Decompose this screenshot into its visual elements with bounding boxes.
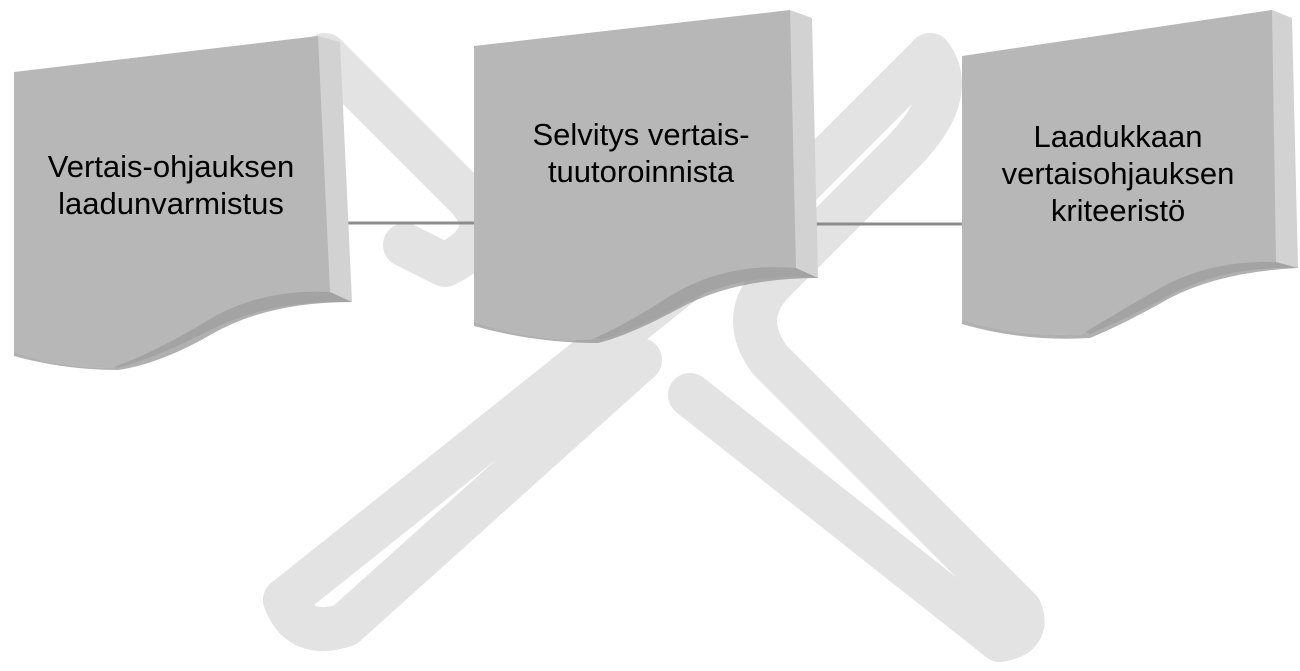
document-shape-3 bbox=[962, 10, 1298, 339]
document-label-1: Vertais-ohjauksen laadunvarmistus bbox=[47, 149, 295, 221]
document-label-2: Selvitys vertais- tuutoroinnista bbox=[532, 117, 750, 189]
document-shape-2 bbox=[474, 10, 818, 343]
document-shape-1 bbox=[14, 36, 352, 370]
document-label-3: Laadukkaan vertaisohjauksen kriteeristö bbox=[1001, 119, 1235, 228]
